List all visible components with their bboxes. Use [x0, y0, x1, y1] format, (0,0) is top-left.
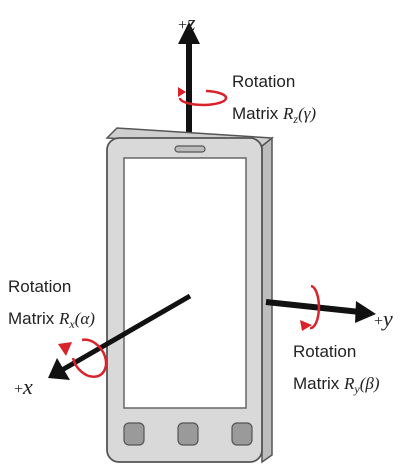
- x-axis: [48, 293, 192, 380]
- phone-button-right: [231, 422, 253, 446]
- y-rotation-arc: [309, 284, 321, 330]
- phone-button-middle: [177, 422, 199, 446]
- z-rotation-matrix: Matrix Rz(γ): [232, 104, 316, 126]
- x-axis-shaft: [60, 293, 192, 373]
- x-rotation-indicator: [58, 338, 108, 378]
- x-rotation-title: Rotation: [8, 277, 71, 296]
- y-axis: [265, 299, 376, 323]
- y-rotation-indicator: [300, 284, 321, 331]
- y-rotation-arrow: [300, 320, 312, 331]
- x-rotation-arc: [71, 338, 108, 378]
- phone-speaker: [174, 145, 206, 153]
- z-rotation-indicator: [178, 87, 228, 107]
- y-rotation-title: Rotation: [293, 342, 356, 361]
- z-rotation-label: Rotation Matrix Rz(γ): [232, 72, 316, 126]
- x-axis-label: +x: [14, 374, 33, 399]
- y-axis-label: +y: [374, 306, 393, 331]
- y-rotation-label: Rotation Matrix Ry(β): [293, 342, 380, 396]
- phone-screen: [123, 157, 247, 409]
- y-rotation-matrix: Matrix Ry(β): [293, 374, 380, 396]
- phone-button-left: [123, 422, 145, 446]
- x-rotation-label: Rotation Matrix Rx(α): [8, 277, 95, 331]
- z-axis-arrowhead: [178, 22, 200, 44]
- x-rotation-matrix: Matrix Rx(α): [8, 309, 95, 331]
- x-axis-arrowhead: [48, 358, 70, 380]
- smartphone: [105, 127, 274, 464]
- z-axis: [178, 22, 200, 140]
- z-rotation-title: Rotation: [232, 72, 295, 91]
- x-rotation-arrow: [58, 342, 72, 356]
- z-axis-label: +z: [178, 10, 196, 35]
- y-axis-shaft: [265, 299, 361, 315]
- z-rotation-arc: [178, 89, 228, 107]
- y-axis-arrowhead: [355, 301, 376, 323]
- z-rotation-arrow: [178, 87, 186, 97]
